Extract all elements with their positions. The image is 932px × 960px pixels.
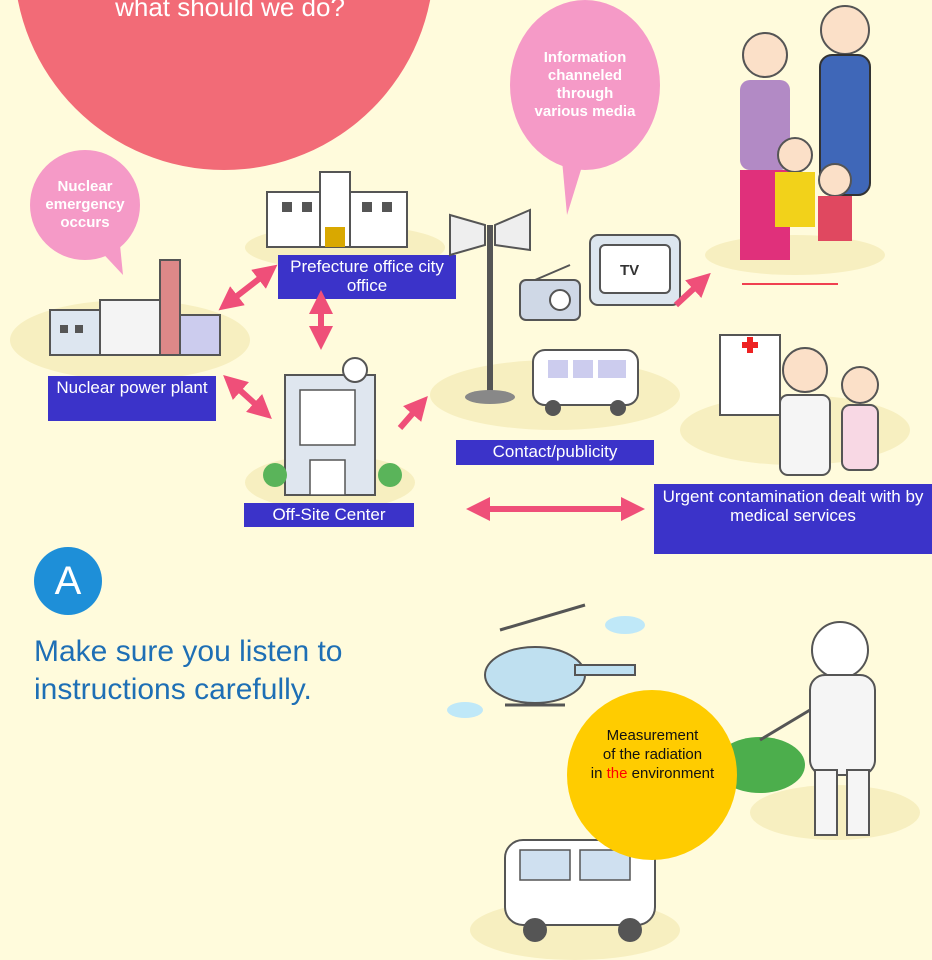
measurement-line3-post: environment <box>627 765 715 782</box>
ground-family <box>705 235 885 275</box>
radiation-worker-icon <box>759 621 876 836</box>
information-media-bubble: Information channeled through various me… <box>510 0 660 170</box>
van-icon <box>504 839 656 942</box>
bubble-tail <box>95 245 123 275</box>
question-text: what should we do? <box>115 0 345 22</box>
measurement-highlight: the <box>606 765 628 782</box>
arrow-plant-office <box>218 264 278 311</box>
offsite-center-icon <box>263 357 402 496</box>
measurement-line2: of the radiation <box>602 746 703 763</box>
tv-text: TV <box>620 262 640 279</box>
bus-icon <box>532 349 639 416</box>
medical-services-label: Urgent contamination dealt with by medic… <box>654 484 932 554</box>
offsite-center-label: Off-Site Center <box>244 503 414 527</box>
measurement-line1: Measurement <box>606 727 699 744</box>
family-illustration <box>740 5 871 260</box>
answer-letter: A <box>54 558 82 603</box>
measurement-line3-pre: in <box>590 765 607 782</box>
answer-circle: A <box>34 547 102 615</box>
divider-line <box>742 283 838 285</box>
loudspeaker-tower-icon <box>449 208 531 404</box>
measurement-line3: in the environment <box>555 764 750 783</box>
nuclear-plant-label: Nuclear power plant <box>48 376 216 421</box>
office-building-icon <box>266 171 408 248</box>
tv-icon <box>589 234 681 306</box>
measurement-circle <box>567 690 737 860</box>
helicopter-icon <box>447 603 645 718</box>
nuclear-emergency-bubble: Nuclear emergency occurs <box>30 150 140 260</box>
answer-text: Make sure you listen to instructions car… <box>34 635 343 706</box>
arrow-center-contact <box>397 395 428 430</box>
arrow-plant-center <box>223 374 272 420</box>
information-media-text: Information channeled through various me… <box>534 49 636 120</box>
prefecture-office-label: Prefecture office city office <box>278 255 456 299</box>
bubble-tail <box>562 160 584 215</box>
nuclear-plant-icon <box>49 259 221 356</box>
nuclear-emergency-text: Nuclear emergency occurs <box>45 178 125 231</box>
arrow-media-family <box>673 272 711 308</box>
contact-publicity-label: Contact/publicity <box>456 440 654 465</box>
hospital-illustration <box>719 334 879 476</box>
radio-icon <box>519 264 581 321</box>
measurement-text: Measurement of the radiation in the envi… <box>555 726 750 783</box>
